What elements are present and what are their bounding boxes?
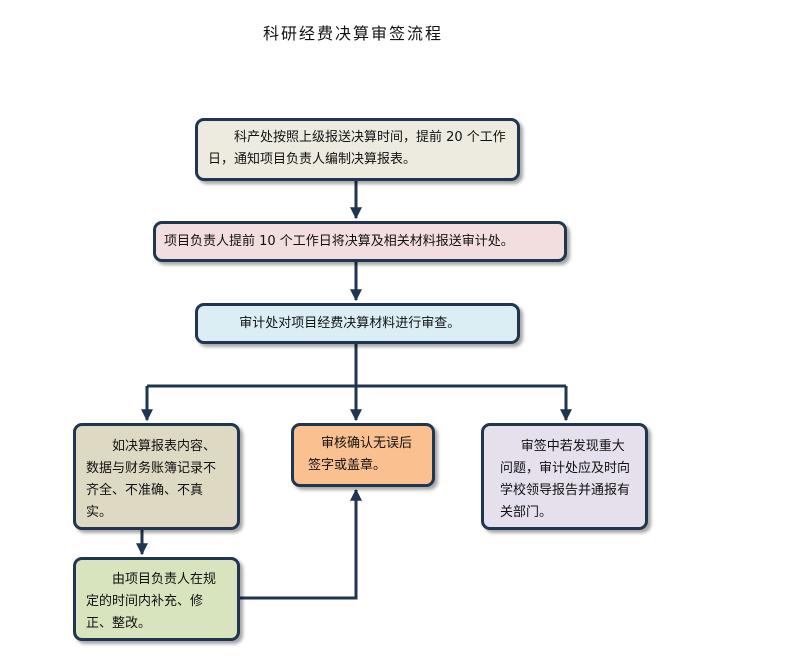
step-notify-box: 科产处按照上级报送决算时间，提前 20 个工作日，通知项目负责人编制决算报表。 <box>195 118 520 181</box>
step-audit-box: 审计处对项目经费决算材料进行审查。 <box>195 303 520 344</box>
step-report-text: 审签中若发现重大问题，审计处应及时向学校领导报告并通报有关部门。 <box>500 439 631 520</box>
arrow-fix-to-approve <box>240 488 362 600</box>
diagram-title: 科研经费决算审签流程 <box>262 24 443 43</box>
step-fix-text: 由项目负责人在规定的时间内补充、修正、整改。 <box>86 572 217 631</box>
step-fix-box: 由项目负责人在规定的时间内补充、修正、整改。 <box>73 557 240 641</box>
step-submit-box: 项目负责人提前 10 个工作日将决算及相关材料报送审计处。 <box>153 221 567 262</box>
step-issues-box: 如决算报表内容、数据与财务账簿记录不齐全、不准确、不真实。 <box>73 423 240 530</box>
step-issues-text: 如决算报表内容、数据与财务账簿记录不齐全、不准确、不真实。 <box>86 439 217 520</box>
step-submit-text: 项目负责人提前 10 个工作日将决算及相关材料报送审计处。 <box>164 234 514 249</box>
step-audit-text: 审计处对项目经费决算材料进行审查。 <box>239 316 461 331</box>
step-approve-text: 审核确认无误后签字或盖章。 <box>308 436 413 473</box>
step-report-box: 审签中若发现重大问题，审计处应及时向学校领导报告并通报有关部门。 <box>481 423 648 530</box>
step-notify-text: 科产处按照上级报送决算时间，提前 20 个工作日，通知项目负责人编制决算报表。 <box>208 130 506 167</box>
step-approve-box: 审核确认无误后签字或盖章。 <box>291 423 435 487</box>
